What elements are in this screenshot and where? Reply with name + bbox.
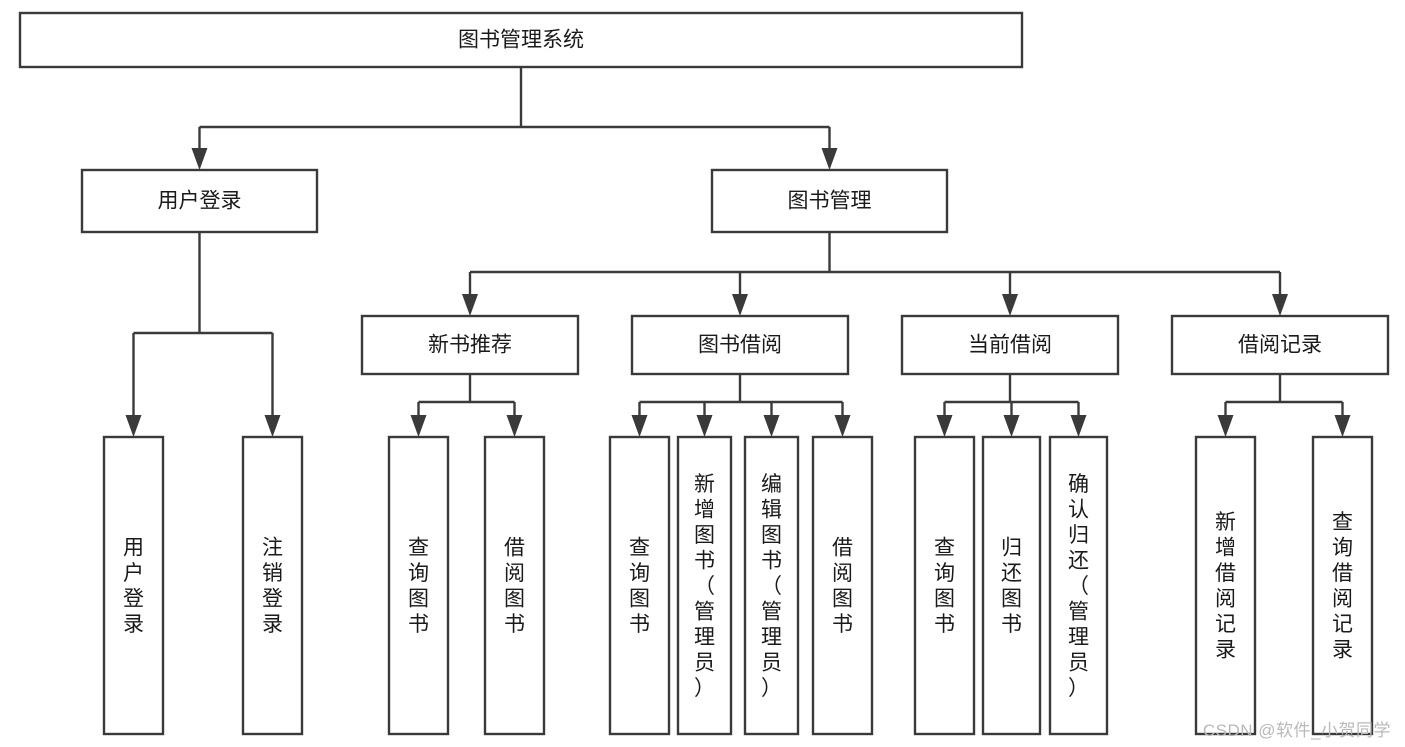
node-label: 借阅记录 [1238, 334, 1322, 357]
node-leaf-query-book-1[interactable]: 查询图书 [387, 435, 450, 736]
node-leaf-query-book-3[interactable]: 查询图书 [913, 435, 976, 736]
arrow-head-icon [1217, 415, 1234, 437]
arrow-head-icon [821, 148, 838, 170]
arrow-head-icon [191, 148, 208, 170]
node-box[interactable] [483, 435, 546, 736]
arrow-head-icon [1272, 294, 1288, 316]
node-leaf-edit-book[interactable]: 编辑图书（管理员） [743, 435, 800, 736]
node-box[interactable] [241, 435, 304, 736]
node-box[interactable] [1311, 435, 1374, 736]
arrow-head-icon [462, 294, 478, 316]
arrow-head-icon [696, 415, 713, 437]
node-label: 新增图书（管理员） [694, 473, 715, 700]
node-label: 图书借阅 [698, 334, 782, 357]
node-box[interactable] [676, 435, 733, 736]
node-leaf-confirm-return[interactable]: 确认归还（管理员） [1048, 435, 1109, 736]
node-box[interactable] [387, 435, 450, 736]
node-leaf-borrow-book-2[interactable]: 借阅图书 [811, 435, 874, 736]
node-leaf-return-book[interactable]: 归还图书 [981, 435, 1042, 736]
watermark-label: CSDN @软件_小贺同学 [1202, 721, 1391, 740]
node-box[interactable] [608, 435, 671, 736]
connector-group-new-book-rec [410, 374, 523, 437]
node-box[interactable] [80, 168, 319, 234]
node-label: 新增借阅记录 [1215, 511, 1236, 662]
node-layer: 图书管理系统用户登录图书管理新书推荐图书借阅当前借阅借阅记录用户登录注销登录查询… [18, 11, 1390, 736]
connector-group-book-borrow [631, 374, 851, 437]
arrow-head-icon [732, 294, 748, 316]
arrow-head-icon [834, 415, 851, 437]
arrow-head-icon [1070, 415, 1087, 437]
node-label: 编辑图书（管理员） [761, 473, 782, 700]
node-label: 归还图书 [1001, 537, 1022, 637]
node-leaf-add-record[interactable]: 新增借阅记录 [1194, 435, 1257, 736]
node-label: 注销登录 [262, 537, 283, 637]
arrow-head-icon [631, 415, 648, 437]
node-box[interactable] [360, 314, 580, 376]
node-borrow-record[interactable]: 借阅记录 [1170, 314, 1390, 376]
node-current-borrow[interactable]: 当前借阅 [900, 314, 1120, 376]
arrow-head-icon [763, 415, 780, 437]
connector-group-book-manage [462, 232, 1288, 316]
node-user-login[interactable]: 用户登录 [80, 168, 319, 234]
node-leaf-add-book[interactable]: 新增图书（管理员） [676, 435, 733, 736]
connector-group-root [191, 67, 838, 170]
node-leaf-borrow-book-1[interactable]: 借阅图书 [483, 435, 546, 736]
arrow-head-icon [1003, 415, 1020, 437]
node-label: 查询图书 [629, 537, 650, 637]
node-label: 图书管理 [788, 190, 872, 213]
node-label: 借阅图书 [504, 537, 525, 637]
node-box[interactable] [981, 435, 1042, 736]
arrow-head-icon [936, 415, 953, 437]
node-box[interactable] [710, 168, 949, 234]
node-leaf-user-login[interactable]: 用户登录 [102, 435, 165, 736]
node-label: 查询图书 [934, 537, 955, 637]
node-label: 查询借阅记录 [1332, 511, 1353, 662]
node-box[interactable] [102, 435, 165, 736]
arrow-head-icon [1002, 294, 1018, 316]
node-leaf-query-record[interactable]: 查询借阅记录 [1311, 435, 1374, 736]
node-box[interactable] [743, 435, 800, 736]
node-label: 用户登录 [158, 190, 242, 213]
node-label: 当前借阅 [968, 334, 1052, 357]
node-box[interactable] [913, 435, 976, 736]
node-leaf-logout[interactable]: 注销登录 [241, 435, 304, 736]
node-new-book-rec[interactable]: 新书推荐 [360, 314, 580, 376]
node-book-borrow[interactable]: 图书借阅 [630, 314, 850, 376]
arrow-head-icon [125, 415, 142, 437]
node-label: 新书推荐 [428, 334, 512, 357]
node-book-manage[interactable]: 图书管理 [710, 168, 949, 234]
node-root[interactable]: 图书管理系统 [18, 11, 1024, 69]
node-label: 图书管理系统 [458, 29, 584, 52]
node-label: 用户登录 [123, 537, 144, 637]
node-box[interactable] [630, 314, 850, 376]
node-box[interactable] [811, 435, 874, 736]
node-box[interactable] [1194, 435, 1257, 736]
node-label: 借阅图书 [832, 537, 853, 637]
connector-group-current-borrow [936, 374, 1087, 437]
node-box[interactable] [1048, 435, 1109, 736]
node-box[interactable] [1170, 314, 1390, 376]
arrow-head-icon [264, 415, 281, 437]
arrow-head-icon [506, 415, 523, 437]
arrow-head-icon [1334, 415, 1351, 437]
arrow-head-icon [410, 415, 427, 437]
connector-group-borrow-record [1217, 374, 1351, 437]
node-box[interactable] [18, 11, 1024, 69]
node-leaf-query-book-2[interactable]: 查询图书 [608, 435, 671, 736]
connector-group-user-login [125, 232, 281, 437]
node-label: 确认归还（管理员） [1068, 473, 1089, 700]
node-box[interactable] [900, 314, 1120, 376]
node-label: 查询图书 [408, 537, 429, 637]
connector-layer [125, 67, 1351, 437]
